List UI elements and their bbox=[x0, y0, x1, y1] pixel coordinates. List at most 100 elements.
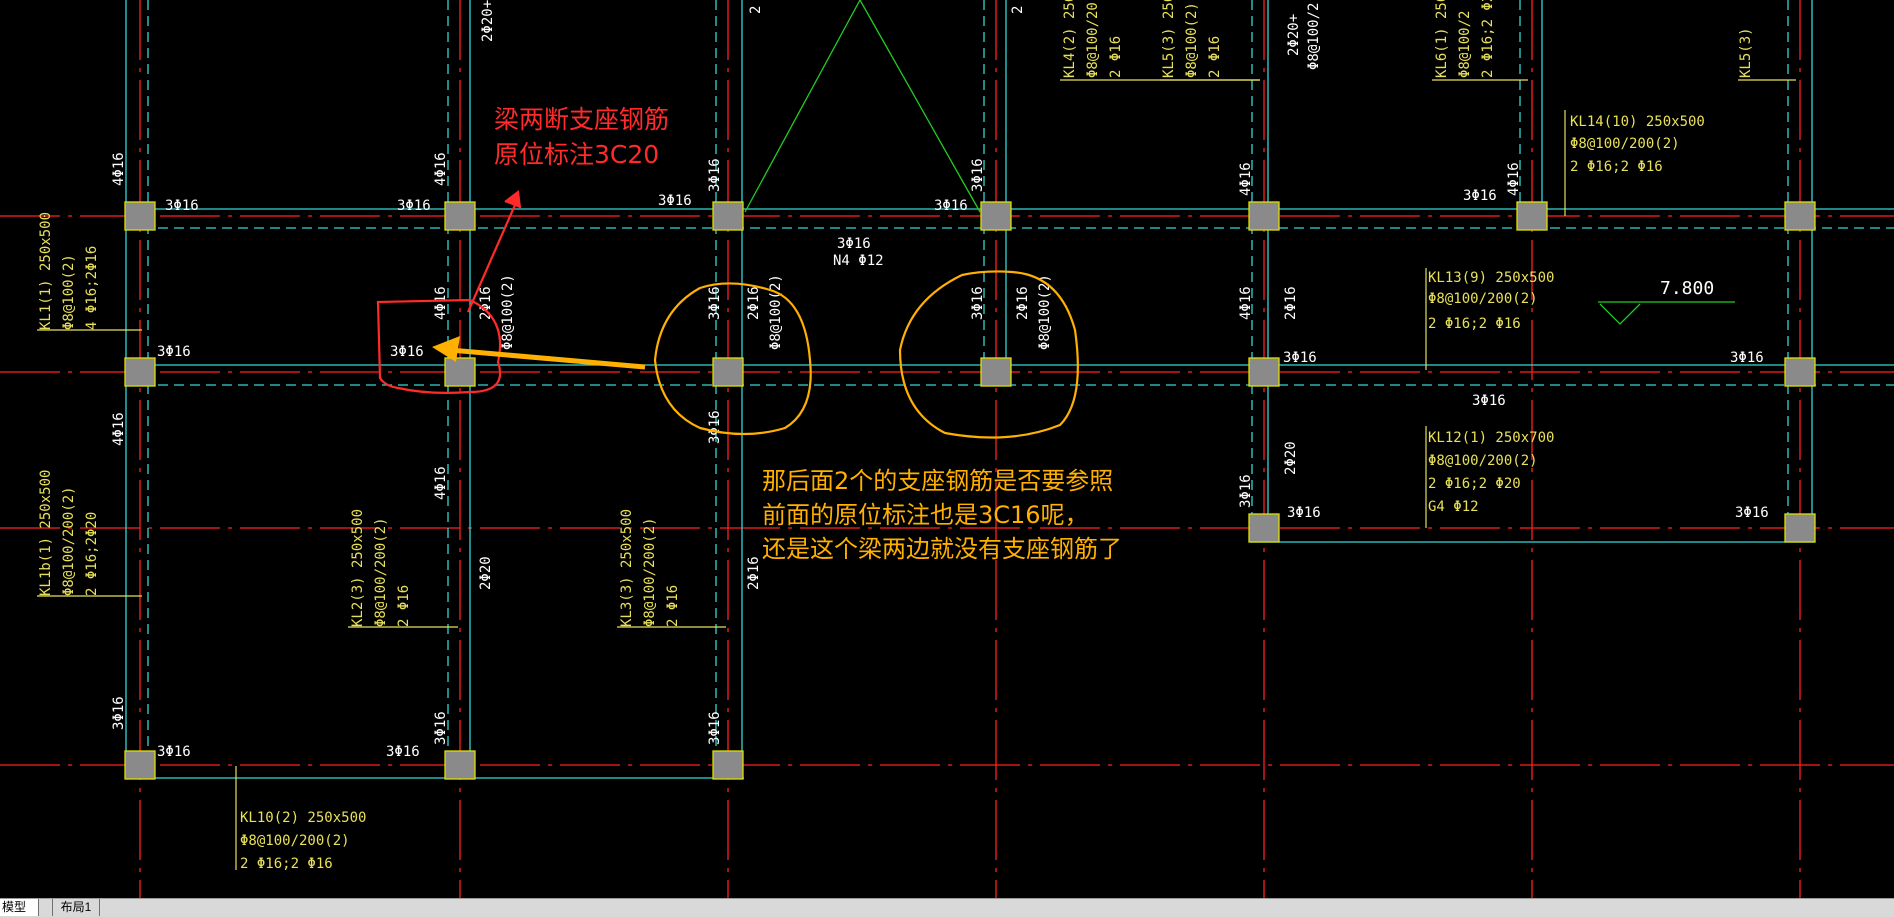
svg-text:2 Φ16: 2 Φ16 bbox=[396, 585, 412, 627]
svg-text:Φ8@100(2): Φ8@100(2) bbox=[61, 254, 77, 330]
column bbox=[1248, 201, 1280, 231]
tag-3f16: 3Φ16 bbox=[1463, 188, 1497, 204]
red-note-line1: 梁两断支座钢筋 bbox=[494, 105, 669, 134]
rebar-tags-vertical: 4Φ16 4Φ16 3Φ16 4Φ16 4Φ16 2Φ16 Φ8@100(2) … bbox=[111, 0, 1522, 745]
tag-3f16: 3Φ16 bbox=[386, 744, 420, 760]
svg-text:2 Φ16;2 Φ20: 2 Φ16;2 Φ20 bbox=[1428, 476, 1521, 492]
svg-text:KL13(9) 250x500: KL13(9) 250x500 bbox=[1428, 270, 1554, 286]
tag-3f16: 3Φ16 bbox=[1472, 393, 1506, 409]
column bbox=[444, 750, 476, 780]
tag-3f16: 3Φ16 bbox=[707, 158, 723, 192]
red-markup bbox=[376, 189, 522, 394]
column bbox=[444, 357, 476, 387]
rebar-tags: 3Φ16 3Φ16 3Φ16 3Φ16 3Φ16 N4 Φ12 3Φ16 3Φ1… bbox=[157, 188, 1769, 760]
tag-3f16: 3Φ16 bbox=[433, 711, 449, 745]
tag-2f16: 2Φ16 bbox=[746, 286, 762, 320]
tag-3f16: 3Φ16 bbox=[1287, 505, 1321, 521]
svg-text:KL10(2) 250x500: KL10(2) 250x500 bbox=[240, 810, 366, 826]
tag-3f16: 3Φ16 bbox=[1735, 505, 1769, 521]
tag-4f16: 4Φ16 bbox=[1238, 286, 1254, 320]
tag-3f16: 3Φ16 bbox=[1730, 350, 1764, 366]
orange-markup bbox=[449, 270, 1079, 439]
tag-2f16: 2Φ16 bbox=[1283, 286, 1299, 320]
tag-3f16: 3Φ16 bbox=[157, 744, 191, 760]
tag-3f16: 3Φ16 bbox=[165, 198, 199, 214]
orange-note-line2: 前面的原位标注也是3C16呢， bbox=[762, 501, 1089, 529]
tag-4f16: 4Φ16 bbox=[433, 466, 449, 500]
tag-2f20: 2Φ20 bbox=[1283, 441, 1299, 475]
column bbox=[124, 357, 156, 387]
svg-text:Φ8@100/200(2): Φ8@100/200(2) bbox=[61, 486, 77, 596]
tag-2f16: 2Φ16 bbox=[1015, 286, 1031, 320]
tag-4f16: 4Φ16 bbox=[1506, 162, 1522, 196]
column bbox=[1784, 201, 1816, 231]
beam-label-kl5b: KL5(3) bbox=[1738, 27, 1754, 78]
green-triangle bbox=[744, 0, 981, 213]
svg-text:KL1(1) 250x500: KL1(1) 250x500 bbox=[38, 212, 54, 330]
svg-text:2 Φ16;2 Φ16: 2 Φ16;2 Φ16 bbox=[1428, 316, 1521, 332]
tag-3f16: 3Φ16 bbox=[934, 198, 968, 214]
tag-3f16: 3Φ16 bbox=[157, 344, 191, 360]
beam-label-kl2: KL2(3) 250x500 Φ8@100/200(2) 2 Φ16 bbox=[350, 509, 412, 627]
tag-3f16: 3Φ16 bbox=[707, 711, 723, 745]
tag-2: 2 bbox=[748, 6, 764, 14]
orange-note-line3: 还是这个梁两边就没有支座钢筋了 bbox=[762, 535, 1122, 563]
tag-4f16: 4Φ16 bbox=[433, 286, 449, 320]
beam-label-kl12: KL12(1) 250x700 Φ8@100/200(2) 2 Φ16;2 Φ2… bbox=[1428, 430, 1554, 515]
column bbox=[712, 750, 744, 780]
tag-2f20plus: 2Φ20+ bbox=[1286, 14, 1302, 56]
svg-text:4 Φ16;2Φ16: 4 Φ16;2Φ16 bbox=[84, 246, 100, 330]
leader-lines bbox=[37, 79, 1796, 870]
red-arrow-line bbox=[466, 204, 517, 313]
tag-2f20plus: 2Φ20+ bbox=[480, 0, 496, 42]
red-note-line2: 原位标注3C20 bbox=[494, 140, 659, 169]
beam-label-kl10: KL10(2) 250x500 Φ8@100/200(2) 2 Φ16;2 Φ1… bbox=[240, 810, 366, 872]
column bbox=[1784, 513, 1816, 543]
tag-3f16: 3Φ16 bbox=[390, 344, 424, 360]
elevation-marker bbox=[1598, 301, 1735, 325]
svg-text:KL3(3) 250x500: KL3(3) 250x500 bbox=[619, 509, 635, 627]
tag-3f16: 3Φ16 bbox=[111, 696, 127, 730]
tag-3f16: 3Φ16 bbox=[1238, 474, 1254, 508]
column bbox=[1248, 513, 1280, 543]
orange-arrow-head bbox=[432, 336, 460, 362]
column bbox=[712, 201, 744, 231]
column bbox=[1784, 357, 1816, 387]
tag-3f16: 3Φ16 bbox=[707, 286, 723, 320]
svg-text:KL14(10) 250x500: KL14(10) 250x500 bbox=[1570, 114, 1705, 130]
beam-label-kl3: KL3(3) 250x500 Φ8@100/200(2) 2 Φ16 bbox=[619, 509, 681, 627]
beam-label-kl6: KL6(1) 250 Φ8@100/2 2 Φ16;2 Φ20 bbox=[1434, 0, 1496, 78]
svg-text:2 Φ16;2 Φ20: 2 Φ16;2 Φ20 bbox=[1480, 0, 1496, 78]
cad-drawing-canvas[interactable]: 7.800 3Φ16 3Φ16 3Φ16 3Φ16 3Φ16 N4 Φ12 3Φ… bbox=[0, 0, 1894, 898]
svg-text:KL5(3) 250: KL5(3) 250 bbox=[1161, 0, 1177, 78]
svg-text:2 Φ16: 2 Φ16 bbox=[1207, 36, 1223, 78]
beam-label-kl13: KL13(9) 250x500 Φ8@100/200(2) 2 Φ16;2 Φ1… bbox=[1428, 270, 1554, 332]
beam-label-kl1b: KL1b(1) 250x500 Φ8@100/200(2) 2 Φ16;2Φ20 bbox=[38, 470, 100, 596]
svg-text:2 Φ16;2Φ20: 2 Φ16;2Φ20 bbox=[84, 512, 100, 596]
column bbox=[124, 750, 156, 780]
tab-model[interactable]: 模型 bbox=[0, 899, 39, 916]
tag-f8-100-2: Φ8@100(2) bbox=[1037, 274, 1053, 350]
svg-text:Φ8@100/20: Φ8@100/20 bbox=[1085, 2, 1101, 78]
svg-text:Φ8@100/200(2): Φ8@100/200(2) bbox=[240, 833, 350, 849]
tag-f8-100-2: Φ8@100(2) bbox=[500, 274, 516, 350]
tab-layout1[interactable]: 布局1 bbox=[52, 899, 100, 916]
svg-text:2 Φ16;2 Φ16: 2 Φ16;2 Φ16 bbox=[1570, 159, 1663, 175]
elevation-label: 7.800 bbox=[1660, 278, 1714, 299]
tag-3f16: 3Φ16 bbox=[837, 236, 871, 252]
svg-text:KL6(1) 250: KL6(1) 250 bbox=[1434, 0, 1450, 78]
tag-3f16: 3Φ16 bbox=[1283, 350, 1317, 366]
svg-text:Φ8@100/200(2): Φ8@100/200(2) bbox=[642, 517, 658, 627]
tag-3f16: 3Φ16 bbox=[397, 198, 431, 214]
orange-note-line1: 那后面2个的支座钢筋是否要参照 bbox=[762, 467, 1113, 495]
tag-4f16: 4Φ16 bbox=[111, 412, 127, 446]
svg-text:KL5(3): KL5(3) bbox=[1738, 27, 1754, 78]
svg-text:2 Φ16: 2 Φ16 bbox=[1108, 36, 1124, 78]
column bbox=[980, 357, 1012, 387]
beam-labels-vertical: KL1(1) 250x500 Φ8@100(2) 4 Φ16;2Φ16 KL1b… bbox=[38, 0, 1754, 627]
svg-text:KL12(1) 250x700: KL12(1) 250x700 bbox=[1428, 430, 1554, 446]
layout-tab-bar: 模型 布局1 bbox=[0, 898, 1894, 917]
tag-3f16: 3Φ16 bbox=[970, 158, 986, 192]
svg-text:Φ8@100/200(2): Φ8@100/200(2) bbox=[1570, 136, 1680, 152]
tag-3f16: 3Φ16 bbox=[658, 193, 692, 209]
